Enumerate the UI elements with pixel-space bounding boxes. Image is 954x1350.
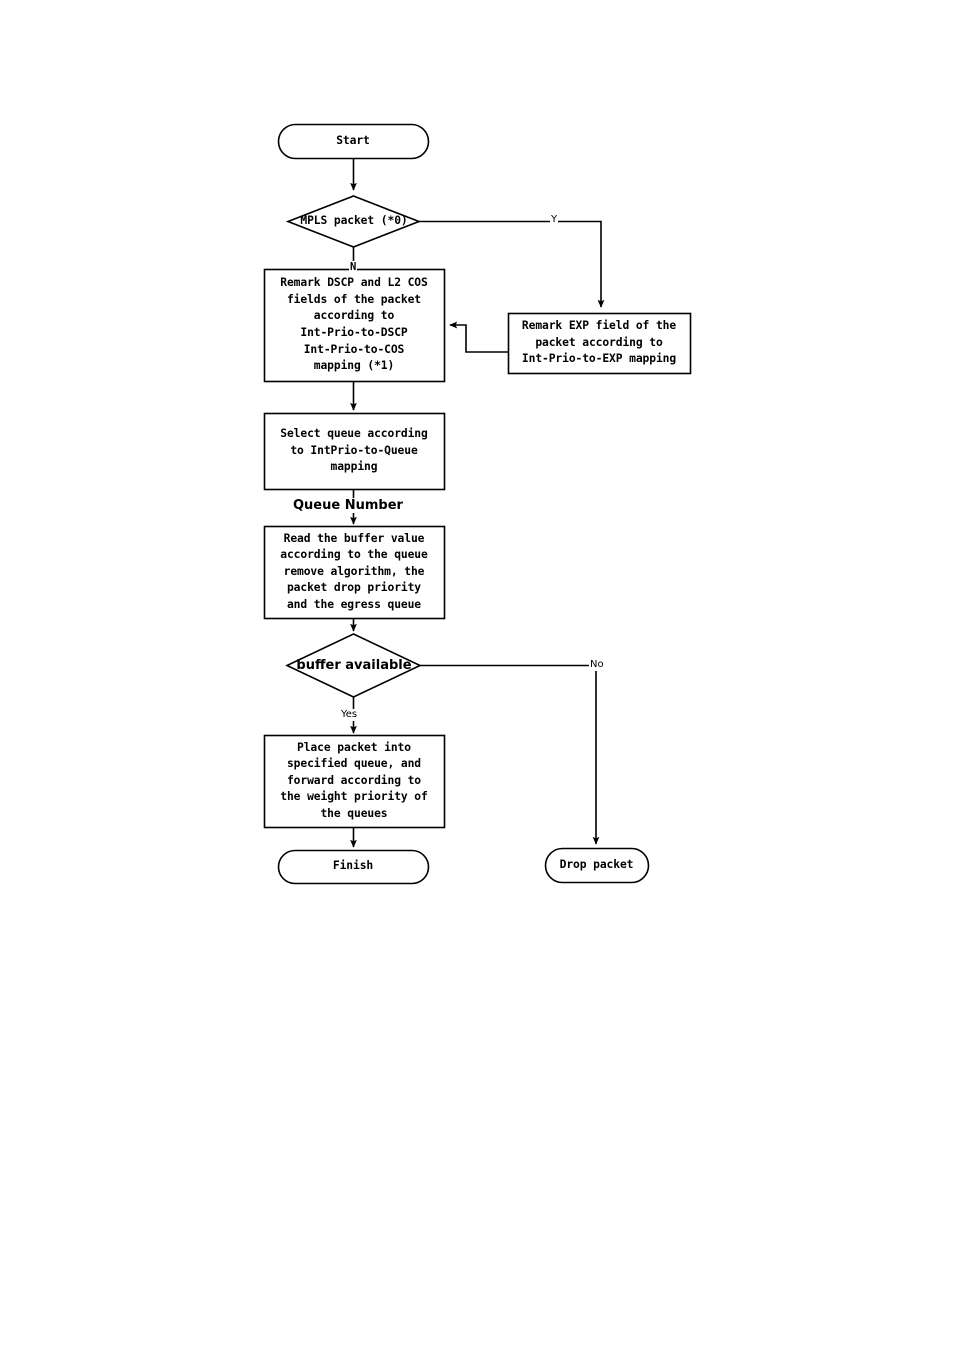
node-start-shape — [277, 123, 430, 160]
edge-buffer-no — [420, 664, 600, 845]
edge-mpls-yes — [419, 220, 605, 308]
node-remark-dscp-cos-shape — [263, 268, 446, 383]
node-buffer-available-shape — [285, 633, 422, 698]
node-read-buffer-shape — [263, 525, 446, 620]
edge-exp-to-dscp — [449, 321, 509, 353]
node-select-queue-shape — [263, 412, 446, 491]
node-finish-shape — [277, 849, 430, 885]
node-drop-packet-shape — [544, 847, 650, 884]
node-remark-exp-shape — [507, 312, 692, 375]
node-place-packet-shape — [263, 734, 446, 829]
node-mpls-decision-shape — [285, 195, 422, 248]
